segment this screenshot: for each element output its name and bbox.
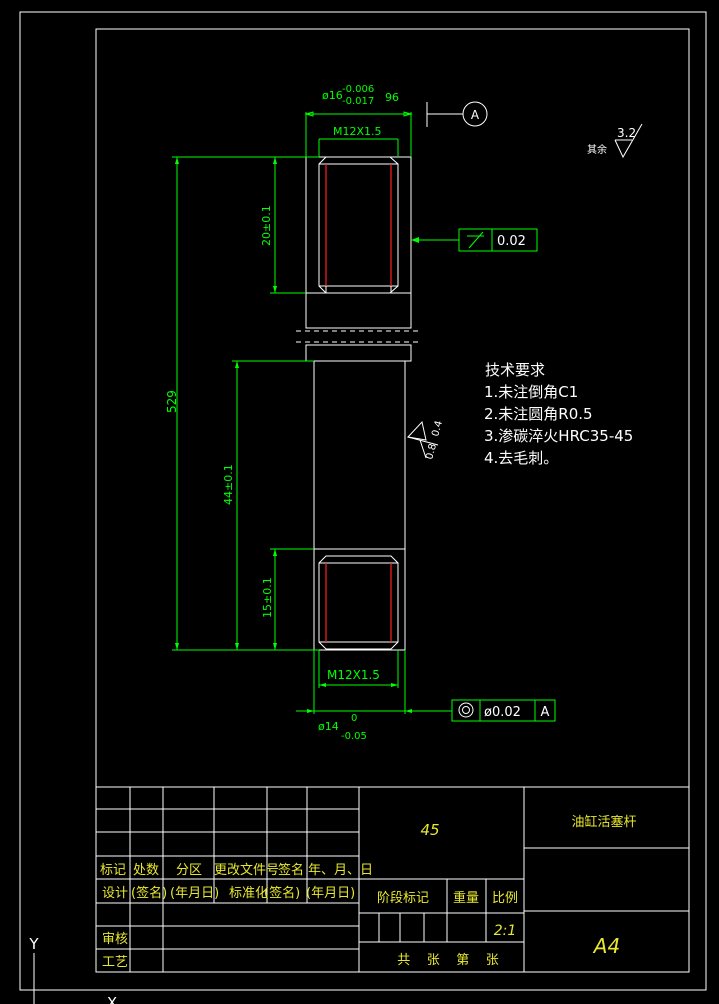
concentric-datum: A <box>541 705 550 720</box>
lower-body <box>313 360 406 651</box>
dim-dia16-lower: -0.017 <box>342 96 374 107</box>
tech-req-item: 2.未注圆角R0.5 <box>484 405 593 423</box>
tech-requirements: 技术要求 1.未注倒角C1 2.未注圆角R0.5 3.渗碳淬火HRC35-45 … <box>484 361 633 467</box>
dim-thread-bottom: M12X1.5 <box>327 668 380 682</box>
bottom-thread-body <box>318 555 399 650</box>
hdr-mark: 标记 <box>100 863 126 878</box>
axis-x-label: X <box>107 994 117 1004</box>
standard-sign: (签名) <box>264 885 300 901</box>
dim-dia16-upper: -0.006 <box>342 84 374 95</box>
sheets-label: 共 张 第 张 <box>397 953 499 968</box>
concentric-frame <box>451 699 556 722</box>
material: 45 <box>420 821 439 839</box>
part-name: 油缸活塞杆 <box>571 814 636 830</box>
title-block: 45 油缸活塞杆 标记 处数 分区 更改文件号 签名 年、月、日 设计 (签名)… <box>95 786 690 973</box>
runout-frame <box>458 228 538 252</box>
piston-rod-part <box>296 156 422 651</box>
dim-len-44: 44±0.1 <box>222 464 235 505</box>
standard-label: 标准化 <box>229 886 268 901</box>
concentric-icon <box>458 702 474 718</box>
hdr-count: 处数 <box>133 863 159 878</box>
concentric-tolerance: ø0.02 <box>484 705 521 720</box>
dim-len-529: 529 <box>165 390 179 413</box>
tech-req-item: 3.渗碳淬火HRC35-45 <box>484 427 633 445</box>
hdr-zone: 分区 <box>176 863 202 878</box>
roughness-surface-icon <box>406 420 427 441</box>
datum-a-letter: A <box>471 108 480 122</box>
tech-req-item: 1.未注倒角C1 <box>484 383 578 401</box>
ucs-axis: Y X <box>28 935 117 1004</box>
top-shank <box>305 156 412 294</box>
gdt-annotations: A 0.02 ø0.02 A <box>411 101 556 722</box>
dim-dia16: ø16 <box>322 89 343 102</box>
design-label: 设计 <box>102 886 128 901</box>
outer-border <box>19 11 707 991</box>
dim-dia14-lower: -0.05 <box>341 731 367 742</box>
axis-y-label: Y <box>28 935 39 953</box>
hdr-date: 年、月、日 <box>308 863 373 878</box>
inner-frame <box>95 28 690 973</box>
dim-thread-top: M12X1.5 <box>333 125 382 138</box>
dim-len-15: 15±0.1 <box>261 577 274 618</box>
standard-date: (年月日) <box>306 886 355 901</box>
dim-dia14: ø14 <box>318 720 339 733</box>
lower-collar <box>305 344 412 362</box>
roughness-symbols: 3.2 其余 0.4 0.8 <box>406 123 643 461</box>
roughness-b-value: 0.8 <box>424 443 439 461</box>
top-thread-body <box>318 156 399 294</box>
dimensions: ø16 -0.006 -0.017 96 M12X1.5 20±0.1 529 … <box>165 84 445 742</box>
scale-value: 2:1 <box>494 923 517 939</box>
roughness-other-label: 其余 <box>587 143 607 156</box>
runout-symbol-icon <box>468 231 484 249</box>
sheet-size: A4 <box>592 934 620 958</box>
roughness-a-value: 0.4 <box>430 420 445 438</box>
roughness-other-icon <box>614 123 643 159</box>
datum-a-bubble <box>462 101 488 127</box>
stage-label: 阶段标记 <box>377 891 429 906</box>
dim-dia16-suffix: 96 <box>385 91 399 104</box>
upper-collar <box>305 292 412 329</box>
design-sign: (签名) <box>131 885 167 901</box>
roughness-other-value: 3.2 <box>617 126 636 140</box>
scale-label: 比例 <box>492 891 518 906</box>
process-label: 工艺 <box>102 955 128 970</box>
tech-req-title: 技术要求 <box>485 361 545 379</box>
tech-req-item: 4.去毛刺。 <box>484 449 558 467</box>
weight-label: 重量 <box>453 890 479 906</box>
hdr-change: 更改文件号 <box>214 863 279 878</box>
dim-dia14-upper: 0 <box>351 713 357 724</box>
runout-tolerance: 0.02 <box>497 234 526 249</box>
design-date: (年月日) <box>170 886 219 901</box>
review-label: 审核 <box>102 932 128 947</box>
hdr-sign: 签名 <box>278 862 304 878</box>
dim-len-20: 20±0.1 <box>260 205 273 246</box>
